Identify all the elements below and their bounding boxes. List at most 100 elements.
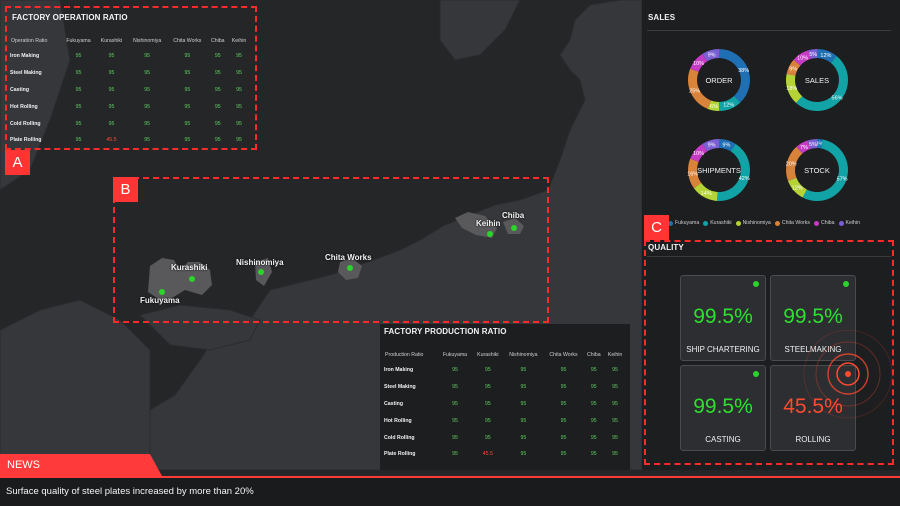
production-table-title: FACTORY PRODUCTION RATIO (384, 327, 507, 336)
column-header: Chiba (587, 352, 601, 358)
table-cell: 95 (612, 367, 618, 374)
table-cell: 95 (484, 400, 491, 407)
table-cell: 95 (452, 367, 458, 374)
quality-label: CASTING (705, 435, 741, 444)
legend-item[interactable]: Fukuyama (668, 220, 699, 226)
news-tab[interactable]: NEWS (0, 454, 162, 476)
donut-slice[interactable] (817, 49, 837, 63)
donut-slice[interactable] (688, 68, 711, 109)
table-cell: 95 (590, 417, 597, 424)
sales-divider (647, 30, 891, 31)
legend-item[interactable]: Keihin (838, 220, 860, 226)
chiba-marker[interactable] (511, 225, 517, 231)
table-cell: 95 (214, 86, 221, 93)
donut-slice[interactable] (719, 96, 741, 111)
row-label: Plate Rolling (10, 137, 42, 144)
quality-card-ship-chartering[interactable]: 99.5% SHIP CHARTERING (680, 275, 766, 361)
donut-slice[interactable] (817, 139, 823, 149)
table-cell: 95 (452, 417, 458, 424)
news-headline[interactable]: Surface quality of steel plates increase… (6, 486, 254, 497)
donut-slice[interactable] (719, 49, 750, 103)
quality-card-rolling[interactable]: 45.5% ROLLING (770, 365, 856, 451)
legend-item[interactable]: Nishinomiya (735, 220, 771, 226)
donut-slice[interactable] (717, 143, 750, 201)
column-header: Keihin (231, 38, 247, 44)
legend-label: Kurashiki (710, 220, 732, 226)
donut-slice[interactable] (786, 73, 803, 103)
donut-slice[interactable] (688, 158, 702, 189)
quality-card-steelmaking[interactable]: 99.5% STEELMAKING (770, 275, 856, 361)
donut-slice[interactable] (719, 139, 736, 152)
donut-slice[interactable] (807, 139, 817, 149)
donut-shipments[interactable]: 9%42%14%16%10%9%SHIPMENTS (687, 139, 750, 201)
row-label: Cold Rolling (10, 120, 41, 127)
donut-slice[interactable] (702, 139, 719, 152)
donut-order[interactable]: 38%12%6%25%10%9%ORDER (688, 49, 750, 111)
slice-label: 9% (789, 66, 797, 72)
donut-slice[interactable] (793, 50, 811, 66)
table-cell: 95 (484, 417, 491, 424)
donut-slice[interactable] (796, 56, 848, 112)
donut-center-label: STOCK (804, 166, 830, 175)
keihin-marker[interactable] (487, 231, 493, 237)
fukuyama-marker[interactable] (159, 289, 165, 295)
legend-item[interactable]: Chiba (813, 220, 835, 226)
kurashiki-marker[interactable] (189, 276, 195, 282)
table-cell: 95 (590, 451, 597, 458)
donut-slice[interactable] (808, 49, 817, 59)
chita-works-marker[interactable] (347, 265, 353, 271)
slice-label: 5% (809, 142, 817, 148)
table-cell: 95 (108, 53, 115, 60)
quality-divider (647, 256, 891, 257)
slice-label: 42% (739, 176, 750, 182)
legend-item[interactable]: Kurashiki (703, 220, 732, 226)
quality-label: ROLLING (795, 435, 831, 444)
legend-item[interactable]: Chita Works (774, 220, 810, 226)
donut-slice[interactable] (788, 177, 807, 198)
legend-swatch (813, 220, 819, 226)
donut-slice[interactable] (690, 53, 708, 72)
slice-label: 9% (708, 53, 716, 59)
donut-slice[interactable] (707, 100, 719, 111)
nishinomiya-marker[interactable] (258, 269, 264, 275)
column-header: Chita Works (549, 352, 578, 358)
donut-stock[interactable]: 3%57%12%20%7%5%STOCK (786, 139, 848, 201)
legend-swatch (735, 220, 741, 226)
legend-swatch (774, 220, 780, 226)
donut-slice[interactable] (786, 59, 801, 76)
legend-label: Chita Works (781, 220, 810, 226)
table-cell: 95 (184, 53, 191, 60)
column-header: Production Ratio (385, 352, 424, 358)
donut-slice[interactable] (796, 140, 811, 154)
table-cell: 95 (144, 120, 151, 127)
table-cell: 45.5 (482, 451, 493, 458)
donut-sales[interactable]: 12%56%18%9%10%5%SALES (786, 49, 848, 112)
quality-card-casting[interactable]: 99.5% CASTING (680, 365, 766, 451)
donut-slice[interactable] (786, 146, 803, 181)
donut-slice[interactable] (693, 182, 718, 201)
donut-slice[interactable] (702, 49, 719, 62)
slice-label: 12% (820, 53, 831, 59)
table-cell: 95 (560, 400, 567, 407)
table-cell: 95 (484, 367, 491, 374)
legend-label: Keihin (845, 220, 860, 226)
table-cell: 95 (184, 137, 191, 144)
column-header: Fukuyama (442, 352, 468, 358)
table-cell: 95 (214, 70, 221, 77)
table-cell: 95 (75, 86, 82, 93)
donut-slice[interactable] (690, 143, 708, 162)
donut-slice[interactable] (802, 139, 848, 201)
